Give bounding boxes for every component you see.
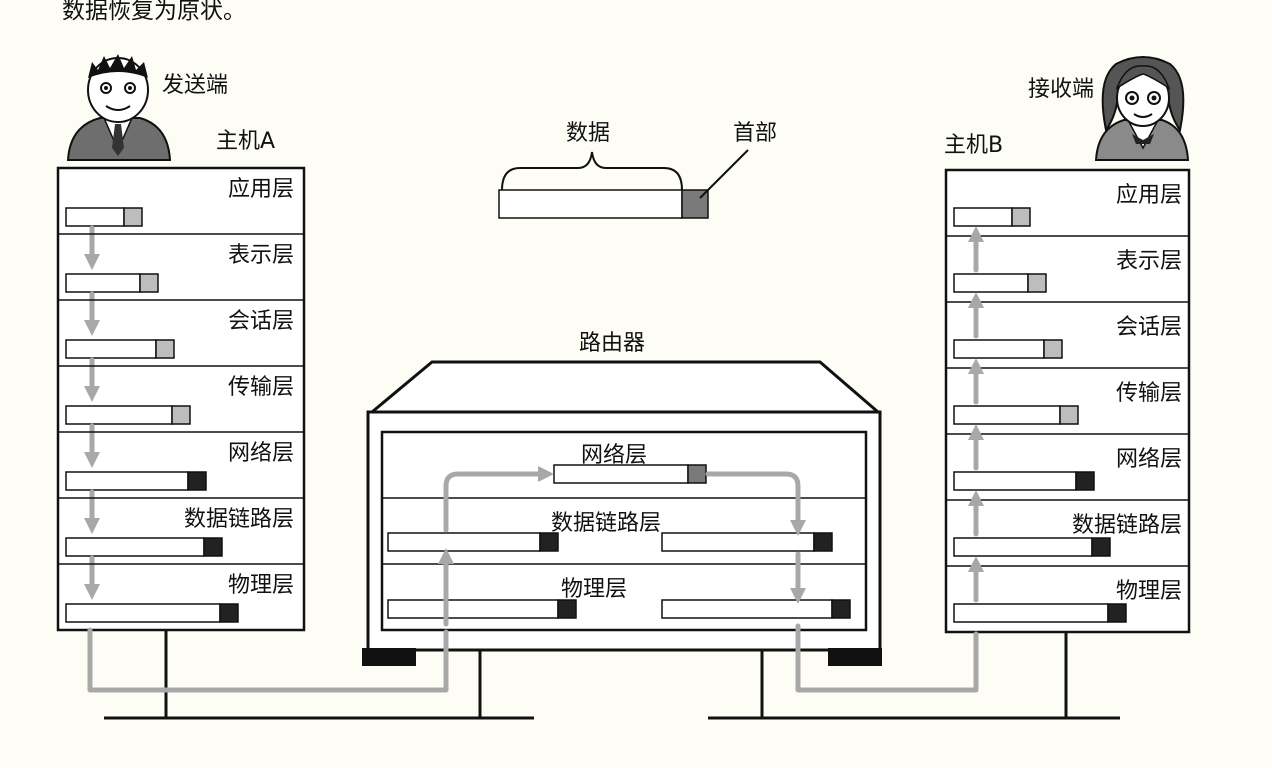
host-a-packet-data [65,207,125,227]
host-a-packet-header [187,471,207,491]
router-physical-packet-in-header [557,599,577,619]
router-datalink-packet-in-data [387,532,541,552]
host-b-packet-header [1011,207,1031,227]
host-b-layer-label: 表示层 [1116,249,1182,274]
host-b-packet-header [1075,471,1095,491]
host-b-packet-data [953,273,1029,293]
host-a-layer-label: 应用层 [228,177,294,202]
network-wires [104,630,1120,720]
host-b-packet-header [1043,339,1063,359]
host-b-layer-label: 数据链路层 [1072,513,1182,538]
router-datalink-packet-out-header [813,532,833,552]
host-b-packet-data [953,471,1077,491]
host-b-packet-header [1107,603,1127,623]
host-a-packet-data [65,603,221,623]
host-b-packet-data [953,207,1013,227]
host-a-label: 主机A [216,129,275,154]
receiver-person-icon [1094,56,1190,161]
host-a-layer-label: 传输层 [228,375,294,400]
host-b-layer-label: 会话层 [1116,315,1182,340]
host-b-packet-data [953,537,1093,557]
host-b-packet-header [1091,537,1111,557]
host-a-layer-label: 表示层 [228,243,294,268]
host-b-layer-label: 应用层 [1116,183,1182,208]
host-a-packet-data [65,339,157,359]
legend: 数据 首部 [498,121,777,219]
host-a-packet-header [171,405,191,425]
router-datalink-packet-out-data [661,532,815,552]
router-network-packet-data [553,464,689,484]
router-physical-packet-in-data [387,599,559,619]
router-layer-label: 网络层 [581,443,647,468]
router-datalink-packet-in-header [539,532,559,552]
legend-header-label: 首部 [733,121,777,146]
router-network-packet-header [687,464,707,484]
router-up-arrow-2 [443,465,555,533]
router-layer-label: 数据链路层 [551,511,661,536]
host-b-layer-label: 网络层 [1116,447,1182,472]
host-b-layer-label: 传输层 [1116,381,1182,406]
router-down-arrow-1 [705,471,807,537]
host-b-layer-label: 物理层 [1116,579,1182,604]
host-b-label: 主机B [944,133,1003,158]
host-a-layer-label: 网络层 [228,441,294,466]
host-a-layer-label: 会话层 [228,309,294,334]
router-port-right [828,648,882,666]
receiver-label: 接收端 [1028,77,1094,102]
router-label: 路由器 [579,331,645,356]
host-a-packet-data [65,537,205,557]
host-a-packet-data [65,471,189,491]
host-b-packet-header [1059,405,1079,425]
legend-data-label: 数据 [566,121,610,146]
host-a-packet-header [203,537,223,557]
host-b-packet-header [1027,273,1047,293]
host-b-packet-data [953,339,1045,359]
host-a-packet-header [219,603,239,623]
sender-label: 发送端 [162,73,228,98]
host-b-packet-data [953,405,1061,425]
router-physical-packet-out-header [831,599,851,619]
top-text: 数据恢复为原状。 [62,0,246,24]
host-a-packet-header [139,273,159,293]
host-a-packet-header [155,339,175,359]
router-physical-packet-out-data [661,599,833,619]
router-layer-label: 物理层 [561,577,627,602]
host-a-layer-label: 物理层 [228,573,294,598]
flow-path [87,623,979,693]
host-a-packet-data [65,273,141,293]
host-a-packet-data [65,405,173,425]
router-port-left [362,648,416,666]
host-a-layer-label: 数据链路层 [184,507,294,532]
host-b-packet-data [953,603,1109,623]
host-a-packet-header [123,207,143,227]
sender-person-icon [66,54,172,161]
